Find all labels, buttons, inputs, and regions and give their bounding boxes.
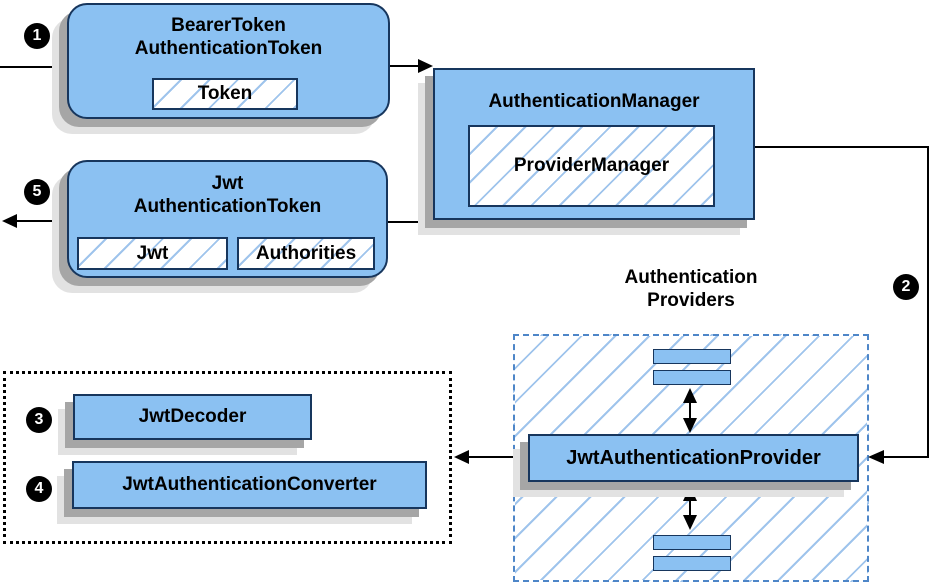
bearer-token-title-line1: BearerToken (171, 15, 286, 36)
outgoing-result-arrowhead (2, 214, 17, 228)
node-bearer-token-authentication-token: BearerToken AuthenticationToken Token (67, 3, 390, 119)
step-badge-4: 4 (26, 476, 52, 502)
provider-to-helpers-arrowhead (454, 450, 469, 464)
manager-to-provider-arrowhead (868, 450, 884, 464)
step-badge-2: 2 (893, 274, 919, 300)
providers-bottom-arrowhead-down (683, 515, 697, 530)
node-jwt-authentication-converter: JwtAuthenticationConverter (72, 461, 427, 509)
provider-placeholder-bar (653, 556, 731, 571)
authentication-manager-title: AuthenticationManager (488, 91, 700, 112)
providers-top-arrowhead-up (683, 388, 697, 403)
step-badge-1: 1 (24, 23, 50, 49)
authentication-providers-label: Authentication Providers (513, 266, 869, 312)
provider-placeholder-bar (653, 535, 731, 550)
node-jwt-decoder: JwtDecoder (73, 394, 312, 440)
chip-authorities: Authorities (237, 237, 375, 270)
jwt-helpers-container (3, 371, 452, 544)
bearer-token-title-line2: AuthenticationToken (134, 38, 323, 59)
bearer-token-title: BearerToken AuthenticationToken (69, 14, 388, 60)
step-badge-3: 3 (26, 407, 52, 433)
providers-top-arrowhead-down (683, 418, 697, 433)
chip-jwt: Jwt (77, 237, 228, 270)
provider-placeholder-bar (653, 370, 731, 385)
node-authentication-manager: AuthenticationManager ProviderManager (433, 68, 755, 220)
chip-provider-manager: ProviderManager (468, 125, 715, 207)
providers-bottom-arrowhead-up (683, 486, 697, 501)
provider-placeholder-bar (653, 349, 731, 364)
providers-label-line2: Providers (647, 290, 735, 311)
providers-label-line1: Authentication (624, 267, 758, 288)
node-jwt-authentication-token: Jwt AuthenticationToken Jwt Authorities (67, 160, 388, 278)
manager-to-provider-line (755, 146, 929, 458)
chip-token: Token (152, 78, 298, 110)
node-jwt-authentication-provider: JwtAuthenticationProvider (528, 434, 859, 482)
jwt-token-title: Jwt AuthenticationToken (69, 172, 386, 218)
bearer-to-manager-arrowhead (418, 59, 433, 73)
jwt-token-title-line1: Jwt (211, 173, 244, 194)
step-badge-5: 5 (24, 179, 50, 205)
jwt-token-title-line2: AuthenticationToken (133, 196, 322, 217)
